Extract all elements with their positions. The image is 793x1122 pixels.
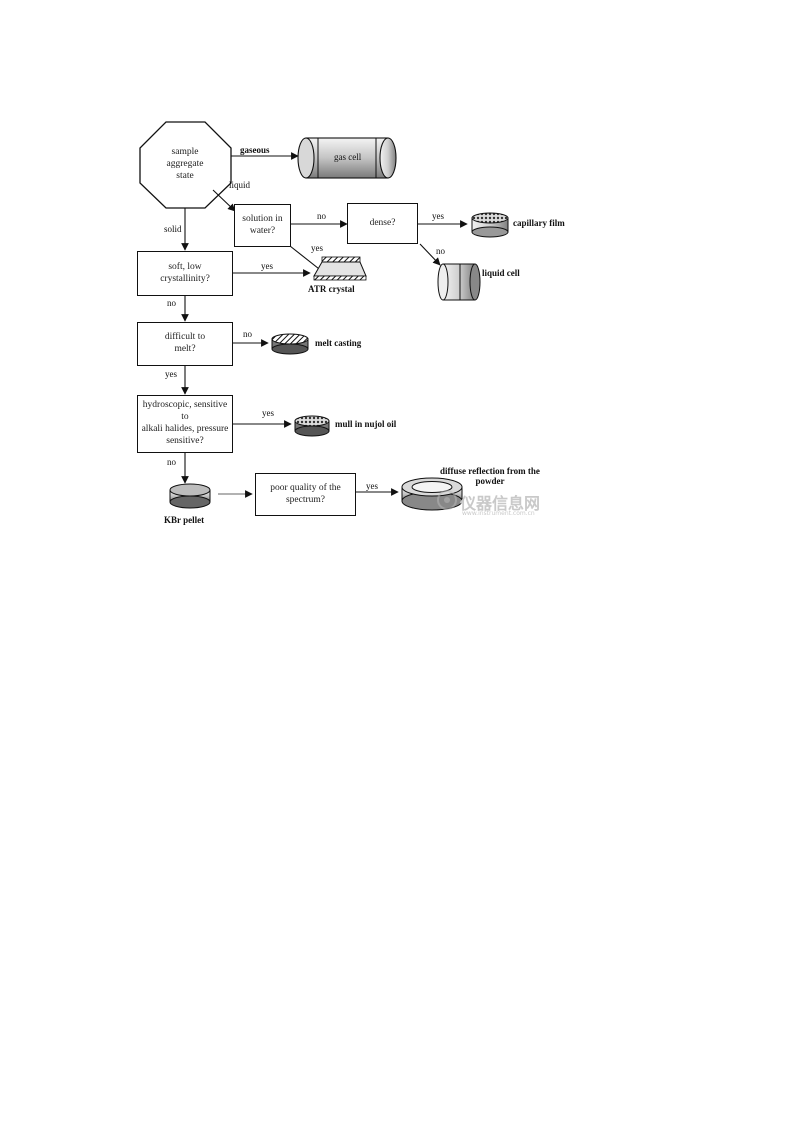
melt-casting-icon (271, 333, 309, 355)
edge-label-gaseous: gaseous (240, 145, 270, 155)
edge-label-yes-capillary: yes (432, 211, 444, 221)
arrow-dense-no (419, 243, 441, 266)
connectors (181, 152, 468, 498)
decision-hydroscopic: hydroscopic, sensitive to alkali halides… (137, 395, 233, 453)
edge-label-liquid: liquid (229, 180, 251, 190)
outcome-atr-crystal: ATR crystal (308, 284, 355, 294)
outcome-capillary-film: capillary film (513, 218, 565, 228)
edge-label-no-dense: no (317, 211, 326, 221)
edge-label-yes-soft-atr: yes (261, 261, 273, 271)
watermark-url: www.instrument.com.cn (462, 510, 535, 517)
gas-cell-icon (297, 137, 397, 179)
kbr-pellet-icon (169, 483, 211, 509)
start-octagon (139, 121, 232, 209)
start-node-text: sample aggregate state (166, 147, 204, 181)
decision-poor-quality: poor quality of the spectrum? (255, 473, 356, 516)
edge-label-no-kbr: no (167, 457, 176, 467)
edge-label-no-liquid-cell: no (436, 246, 445, 256)
edge-label-yes-mull: yes (262, 408, 274, 418)
outcome-liquid-cell: liquid cell (482, 268, 520, 278)
outcome-gas-cell: gas cell (334, 152, 362, 162)
edge-label-yes-water-atr: yes (311, 243, 323, 253)
outcome-diffuse-reflection: diffuse reflection from the powder (440, 466, 540, 486)
arrow-liquid (212, 189, 236, 212)
outcome-melt-casting: melt casting (315, 338, 362, 348)
edge-label-yes-diffuse: yes (366, 481, 378, 491)
decision-soft-low-crystallinity: soft, low crystallinity? (137, 251, 233, 296)
decision-dense: dense? (347, 203, 418, 244)
mull-icon (294, 415, 330, 437)
outcome-kbr-pellet: KBr pellet (164, 515, 205, 525)
watermark-logo (437, 490, 457, 510)
edge-label-yes-melt: yes (165, 369, 177, 379)
outcome-mull: mull in nujol oil (335, 419, 397, 429)
edge-label-no-soft: no (167, 298, 176, 308)
decision-solution-in-water: solution in water? (234, 204, 291, 247)
edge-label-solid: solid (164, 224, 182, 234)
atr-crystal-icon (313, 256, 367, 281)
decision-difficult-to-melt: difficult to melt? (137, 322, 233, 366)
capillary-film-icon (471, 212, 509, 238)
watermark-text: 仪器信息网 (460, 494, 541, 513)
edge-label-no-melt-casting: no (243, 329, 252, 339)
liquid-cell-icon (437, 263, 481, 301)
